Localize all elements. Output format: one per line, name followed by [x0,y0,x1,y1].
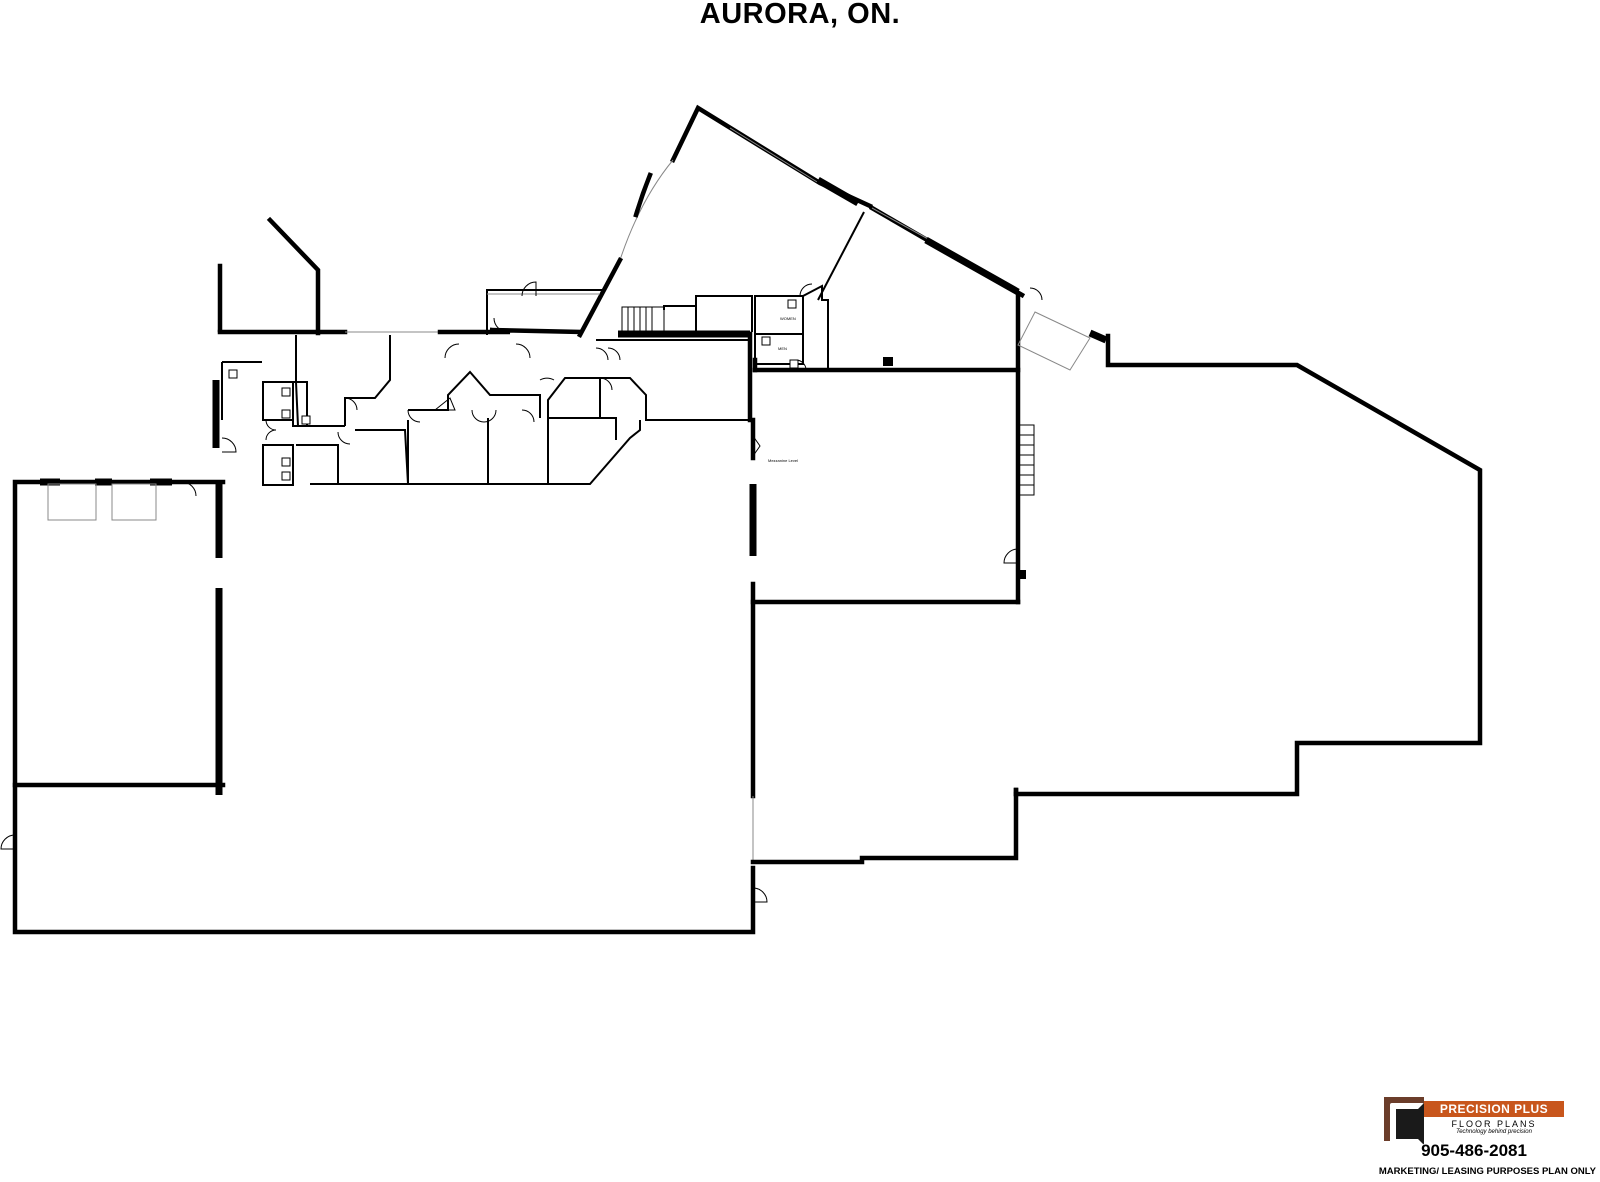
company-subtitle: FLOOR PLANS [1451,1119,1537,1129]
svg-text:MEN: MEN [778,346,787,351]
room-label: Mezzanine Level [768,458,798,463]
doors [0,281,1043,903]
office-core: WOMEN MEN [217,284,1035,579]
svg-text:WOMEN: WOMEN [780,316,796,321]
exterior-walls [12,263,1483,935]
north-walls [266,104,1108,371]
phone-number: 905-486-2081 [1421,1141,1527,1160]
precision-plus-logo: PRECISION PLUS FLOOR PLANS Technology be… [1384,1097,1564,1145]
company-tagline: Technology behind precision [1456,1129,1532,1135]
precision-plus-logo-icon [1384,1097,1424,1145]
plan-title: AURORA, ON. [699,0,901,30]
disclaimer: MARKETING/ LEASING PURPOSES PLAN ONLY [1378,1166,1596,1177]
company-name: PRECISION PLUS [1424,1101,1564,1117]
